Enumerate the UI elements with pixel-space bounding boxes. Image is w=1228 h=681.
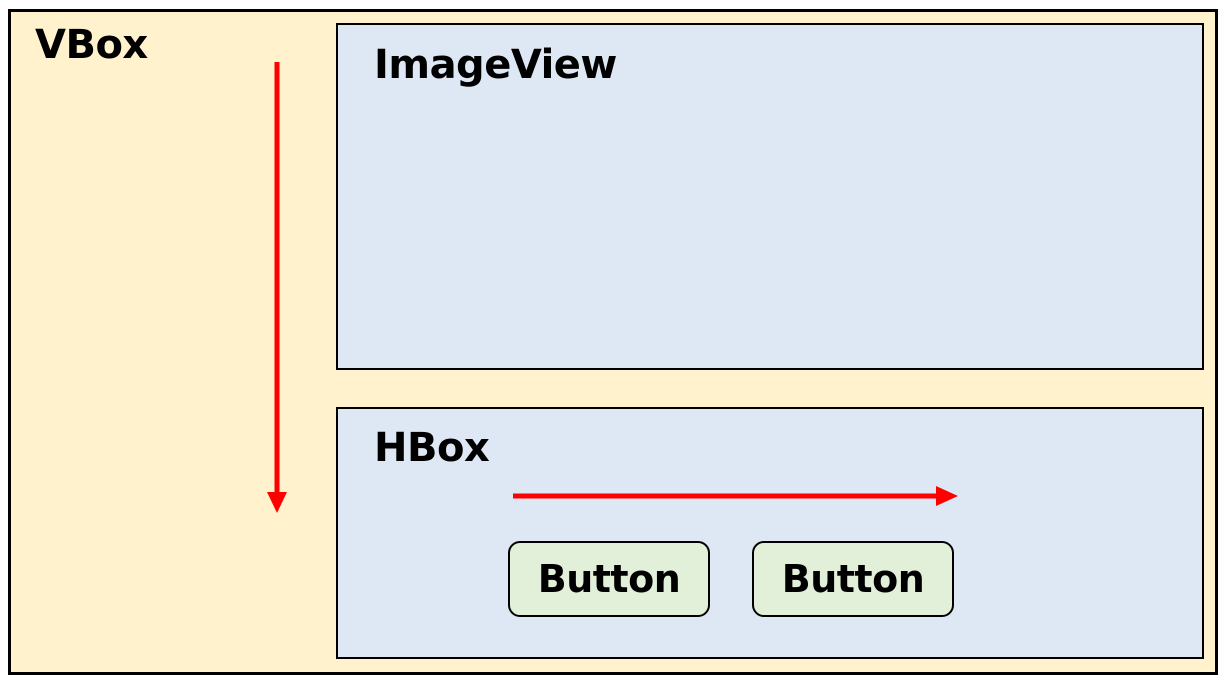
button-1[interactable]: Button (508, 541, 710, 617)
imageview-panel: ImageView (336, 23, 1204, 370)
hbox-panel: HBox Button Button (336, 407, 1204, 659)
imageview-label: ImageView (374, 42, 617, 88)
vbox-label: VBox (35, 22, 148, 68)
hbox-label: HBox (374, 425, 490, 471)
vbox-container: VBox ImageView HBox Button Button (8, 9, 1218, 675)
button-2[interactable]: Button (752, 541, 954, 617)
